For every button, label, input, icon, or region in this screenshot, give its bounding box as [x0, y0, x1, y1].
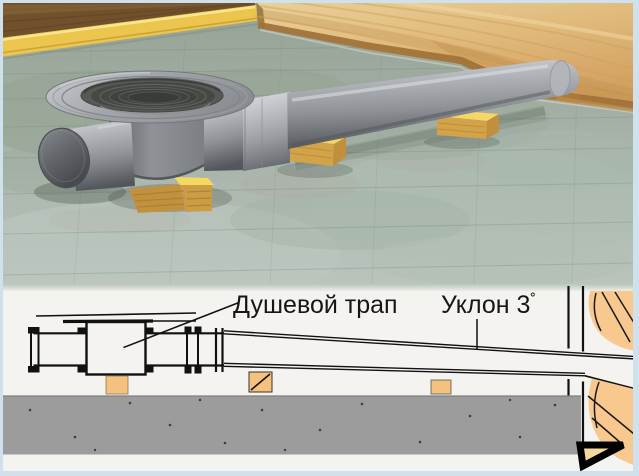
svg-text:Душевой трап: Душевой трап [233, 291, 398, 319]
svg-text:Уклон 3˚: Уклон 3˚ [441, 291, 536, 319]
